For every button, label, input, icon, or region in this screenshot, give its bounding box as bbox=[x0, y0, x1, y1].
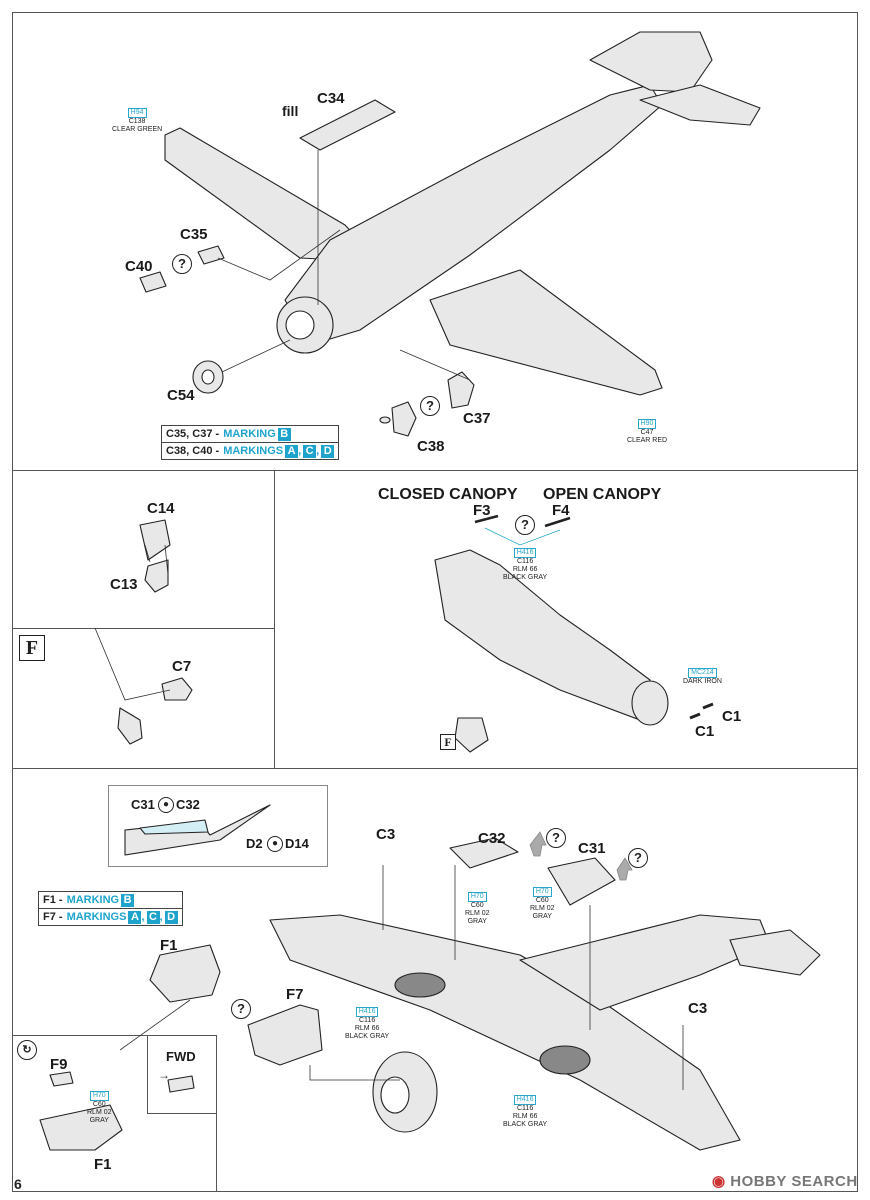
f4-rod bbox=[544, 516, 571, 528]
paint-callout-h416-bay-left: H416 C116 RLM 66 BLACK GRAY bbox=[345, 1007, 390, 1040]
question-icon: ? bbox=[231, 999, 251, 1019]
part-label-f9: F9 bbox=[50, 1056, 68, 1073]
part-label-c40: C40 bbox=[125, 258, 153, 275]
lower-wing bbox=[269, 914, 741, 1151]
panel-fwd-sub bbox=[147, 1035, 217, 1114]
question-icon: ? bbox=[628, 848, 648, 868]
part-label-c34: C34 bbox=[317, 90, 345, 107]
part-label-c3-top: C3 bbox=[376, 826, 396, 843]
spinner-part bbox=[117, 707, 143, 745]
page-number: 6 bbox=[14, 1176, 22, 1192]
paint-callout-mc214: MC214 DARK IRON bbox=[683, 668, 722, 685]
question-icon: ? bbox=[515, 515, 535, 535]
c31-panel bbox=[547, 857, 616, 906]
c13-part bbox=[144, 559, 169, 593]
part-label-c3-right: C3 bbox=[688, 1000, 708, 1017]
fwd-label: FWD bbox=[166, 1049, 196, 1064]
part-label-c38: C38 bbox=[417, 438, 445, 455]
c38-part bbox=[391, 401, 417, 437]
part-label-f1-lower: F1 bbox=[94, 1156, 112, 1173]
question-icon: ? bbox=[546, 828, 566, 848]
paint-callout-h70-c31: H70 C60 RLM 02 GRAY bbox=[530, 887, 555, 920]
part-label-c37: C37 bbox=[463, 410, 491, 427]
f3-rod bbox=[474, 514, 499, 524]
part-label-f4: F4 bbox=[552, 502, 570, 519]
c34-part bbox=[299, 99, 396, 151]
join-icon: ● bbox=[267, 836, 283, 852]
section-f-marker: F bbox=[19, 635, 45, 661]
panel3-spinner bbox=[631, 680, 669, 726]
paint-callout-h94: H94 C138 CLEAR GREEN bbox=[112, 108, 163, 133]
fill-label: fill bbox=[282, 103, 299, 119]
panel-f-sub bbox=[12, 628, 275, 769]
part-label-f7: F7 bbox=[286, 986, 304, 1003]
tailplane bbox=[639, 84, 761, 126]
join-icon: ● bbox=[158, 797, 174, 813]
lower-tailplane bbox=[729, 929, 821, 976]
paint-callout-h70-c32: H70 C60 RLM 02 GRAY bbox=[465, 892, 490, 925]
lower-fuselage bbox=[519, 914, 771, 1011]
paint-callout-h90: H90 C47 CLEAR RED bbox=[627, 419, 668, 444]
c7-part bbox=[161, 677, 193, 701]
open-canopy-title: OPEN CANOPY bbox=[543, 486, 662, 503]
question-icon: ? bbox=[420, 396, 440, 416]
part-label-c1-lower: C1 bbox=[695, 723, 715, 740]
part-label-c35: C35 bbox=[180, 226, 208, 243]
wheel-well-b bbox=[539, 1045, 591, 1075]
part-label-f1: F1 bbox=[160, 937, 178, 954]
inset-box bbox=[108, 785, 328, 867]
part-label-c7: C7 bbox=[172, 658, 192, 675]
inset-label-d14: D14 bbox=[285, 836, 309, 851]
closed-canopy-title: CLOSED CANOPY bbox=[378, 486, 518, 503]
panel-bottom bbox=[12, 768, 858, 1192]
paint-callout-h416-bay-right: H416 C116 RLM 66 BLACK GRAY bbox=[503, 1095, 548, 1128]
part-label-c14: C14 bbox=[147, 500, 175, 517]
f1-part bbox=[149, 944, 221, 1003]
fwd-part bbox=[167, 1075, 195, 1093]
cockpit-fuselage bbox=[434, 549, 651, 721]
part-label-c54: C54 bbox=[167, 387, 195, 404]
part-label-c13: C13 bbox=[110, 576, 138, 593]
part-label-c1-right: C1 bbox=[722, 708, 742, 725]
f7-part bbox=[247, 1004, 323, 1066]
fwd-arrow-icon: → bbox=[158, 1068, 170, 1082]
c1-stub-b bbox=[702, 702, 714, 710]
section-f-marker-small: F bbox=[440, 734, 456, 750]
watermark-logo: ◉ HOBBY SEARCH bbox=[712, 1173, 858, 1190]
remove-arrow-c32 bbox=[529, 831, 547, 857]
paint-callout-h416-canopy: H416 C116 RLM 66 BLACK GRAY bbox=[503, 548, 548, 581]
question-icon: ? bbox=[172, 254, 192, 274]
inset-label-c32: C32 bbox=[176, 797, 200, 812]
f9-part bbox=[49, 1071, 74, 1087]
f-canopy-part bbox=[454, 717, 489, 753]
inset-label-d2: D2 bbox=[246, 836, 263, 851]
paint-callout-h70-f9: H70 C60 RLM 02 GRAY bbox=[87, 1091, 112, 1124]
inset-clear-part bbox=[139, 819, 209, 835]
c32-panel bbox=[449, 837, 519, 869]
c1-stub-a bbox=[689, 712, 701, 720]
f1-lower-part bbox=[39, 1104, 123, 1151]
wheel-well-a bbox=[394, 972, 446, 998]
rotate-icon: ↻ bbox=[17, 1040, 37, 1060]
hobby-search-icon: ◉ bbox=[712, 1173, 726, 1190]
c14-part bbox=[139, 519, 171, 561]
remove-arrow-c31 bbox=[616, 857, 633, 881]
right-wing bbox=[429, 269, 663, 396]
c37-part bbox=[447, 371, 475, 409]
part-label-f3: F3 bbox=[473, 502, 491, 519]
c40-part bbox=[139, 271, 167, 293]
part-label-c32: C32 bbox=[478, 830, 506, 847]
part-label-c31: C31 bbox=[578, 840, 606, 857]
c35-part bbox=[197, 245, 225, 265]
inset-label-c31: C31 bbox=[131, 797, 155, 812]
tail-fin bbox=[589, 31, 713, 93]
